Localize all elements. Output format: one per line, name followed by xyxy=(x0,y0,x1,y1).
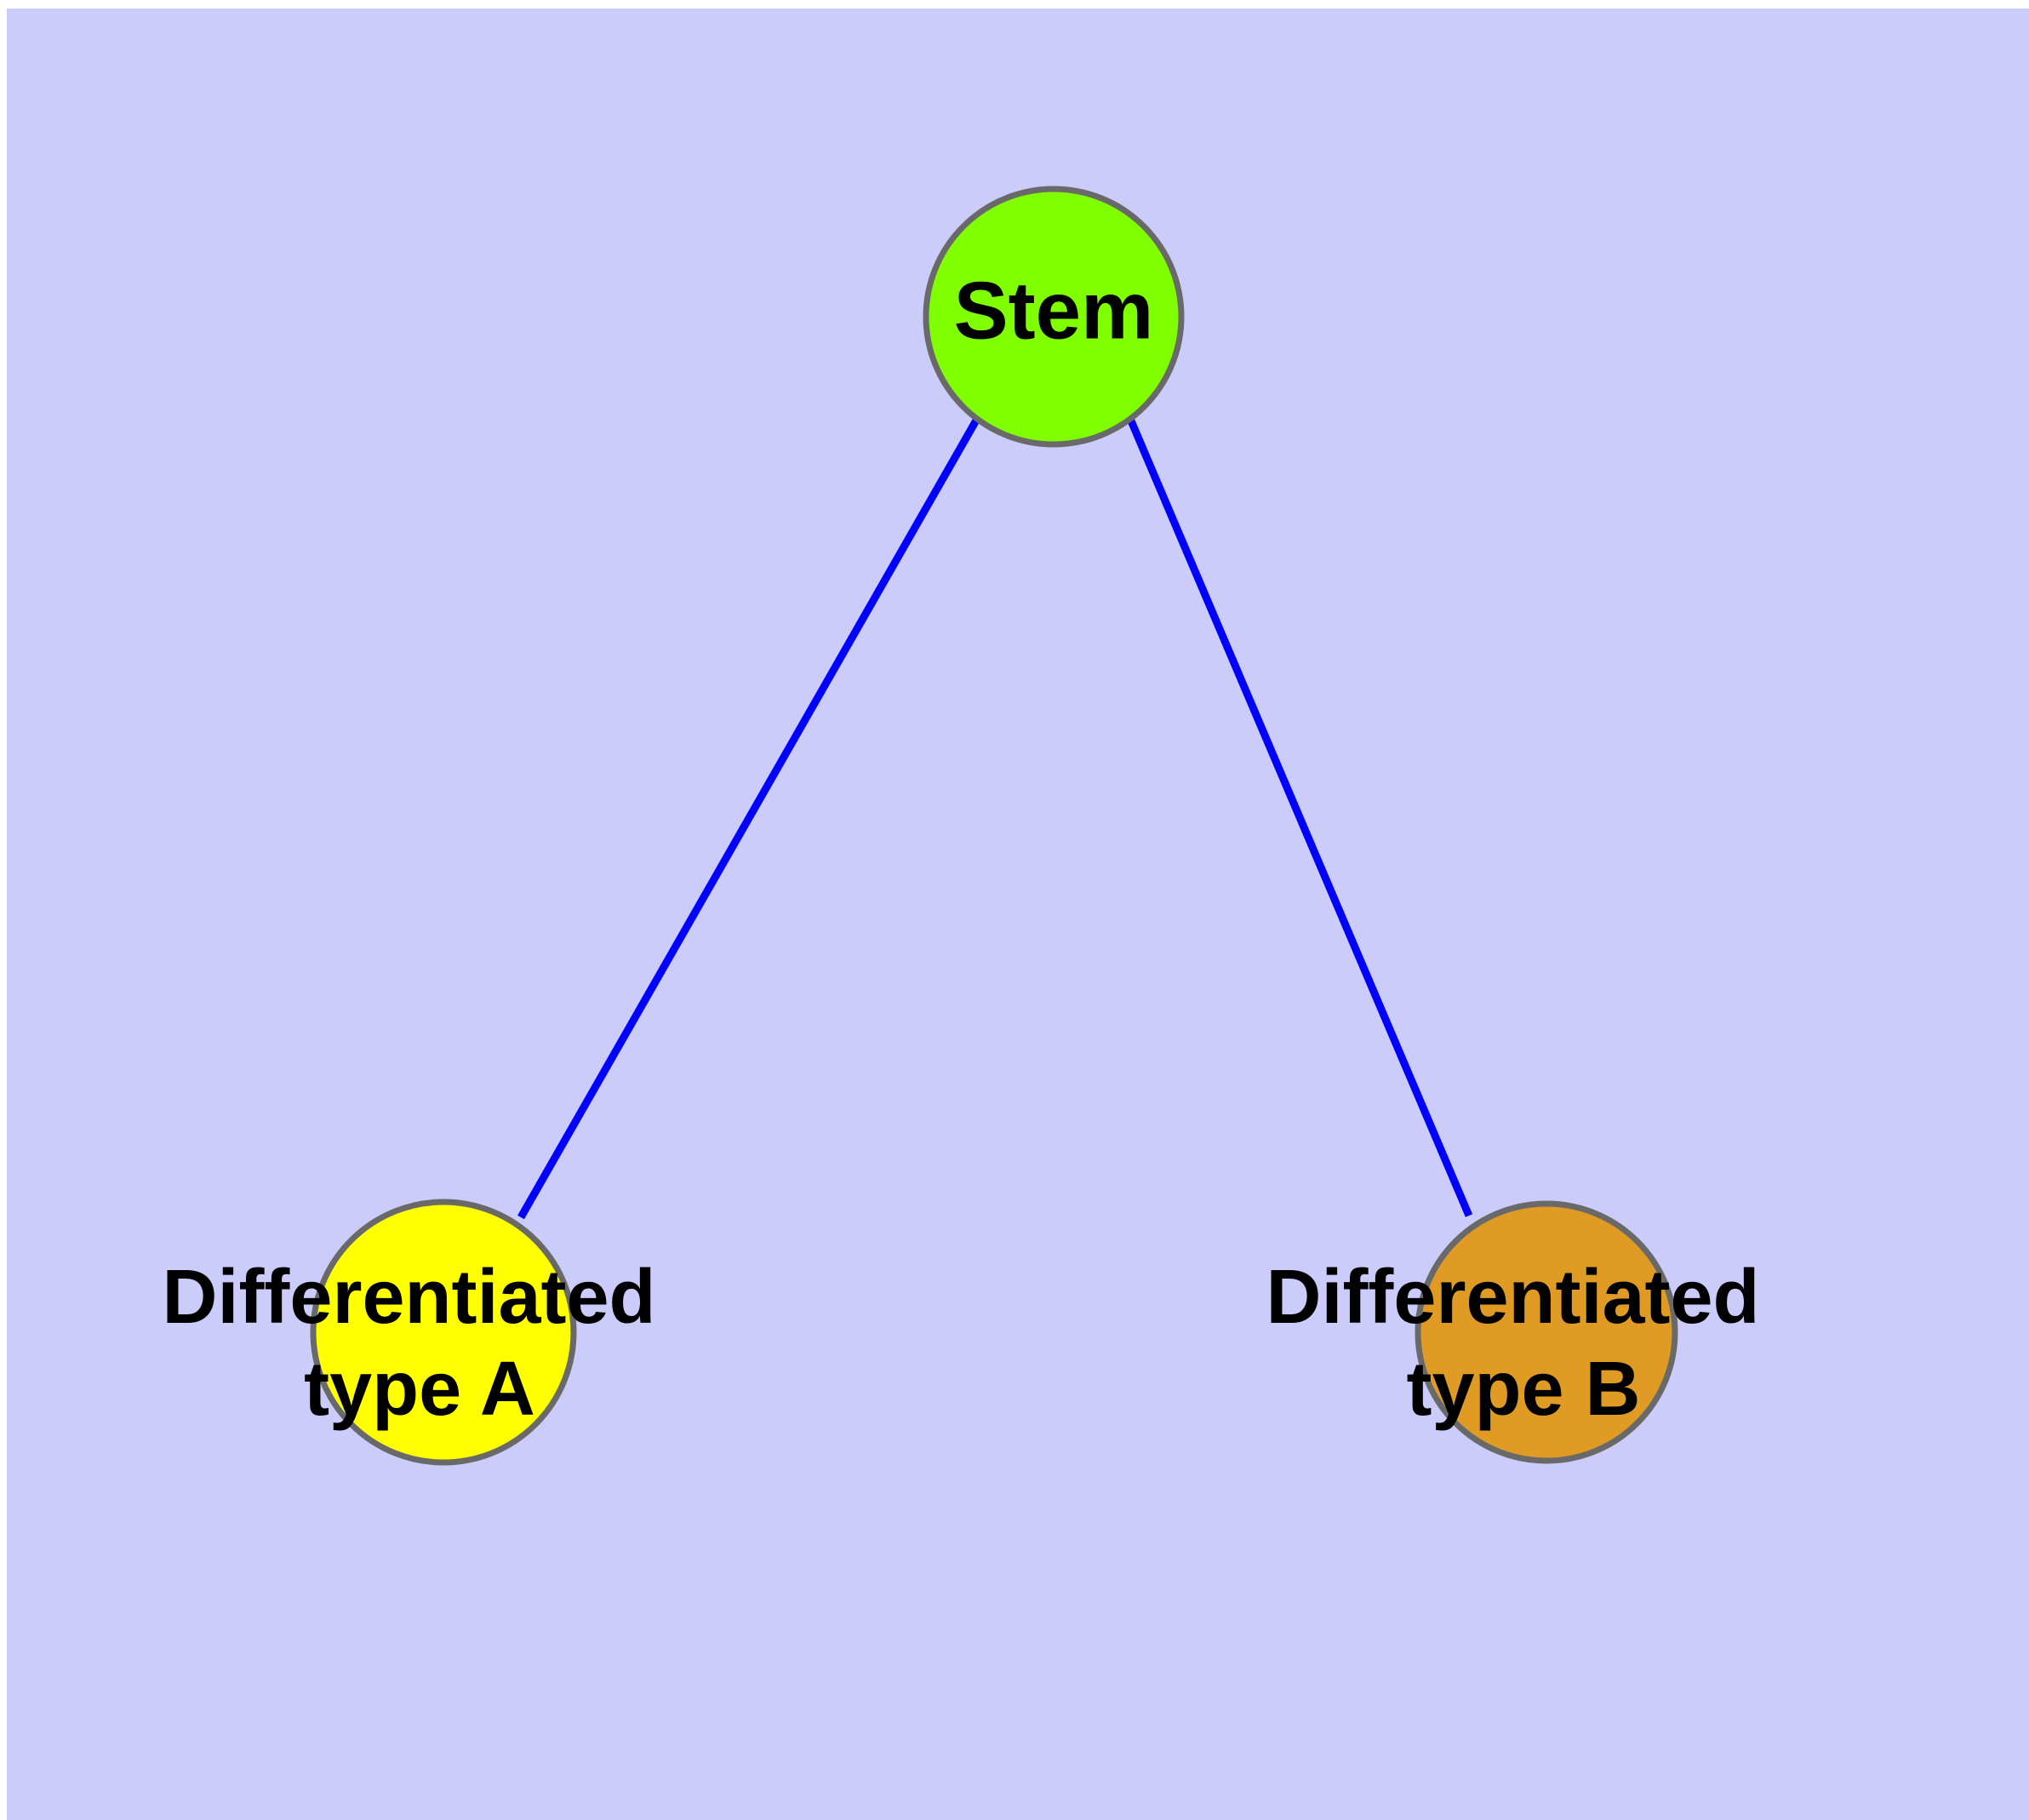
node-differentiated-type-a[interactable] xyxy=(310,1199,577,1466)
edge-stem-to-differentiated-type-a[interactable] xyxy=(517,416,980,1220)
node-label-differentiated-type-b: Differentiated type B xyxy=(1266,1255,1780,1432)
node-label-b-line-1: Differentiated xyxy=(1266,1255,1759,1340)
node-label-stem: Stem xyxy=(954,265,1154,356)
edge-stem-to-differentiated-type-b[interactable] xyxy=(1126,417,1473,1217)
node-differentiated-type-b[interactable] xyxy=(1415,1200,1678,1464)
node-label-a-line-1: Differentiated xyxy=(162,1255,655,1340)
edge-group xyxy=(517,416,1473,1220)
node-label-differentiated-type-a: Differentiated type A xyxy=(162,1255,677,1432)
label-group: Stem Differentiated type A Differentiate… xyxy=(162,265,1780,1432)
node-label-b-line-2: type B xyxy=(1406,1347,1640,1432)
node-label-a-line-2: type A xyxy=(304,1347,535,1432)
node-group xyxy=(310,186,1678,1466)
node-stem[interactable] xyxy=(923,186,1185,448)
